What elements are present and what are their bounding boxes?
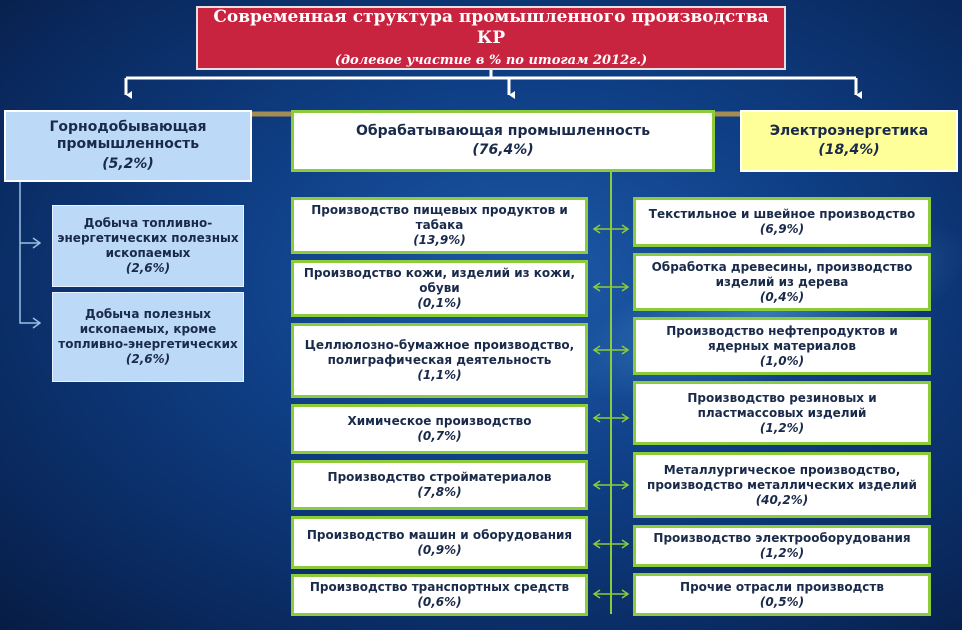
manufacturing-left-item-1-label: Производство пищевых продуктов и табака [311, 203, 568, 232]
manufacturing-right-item-7-label: Прочие отрасли производств [680, 579, 884, 594]
category-energy: Электроэнергетика (18,4%) [740, 110, 958, 172]
manufacturing-left-item-7: Производство транспортных средств (0,6%) [291, 574, 588, 616]
manufacturing-right-item-1-label: Текстильное и швейное производство [648, 207, 916, 221]
double-arrow-2 [592, 282, 630, 292]
manufacturing-left-item-7-label: Производство транспортных средств [309, 580, 570, 594]
manufacturing-left-item-3-pct: (1,1%) [417, 368, 462, 382]
title-subtitle: (долевое участие в % по итогам 2012г.) [334, 53, 648, 69]
manufacturing-right-item-6: Производство электрооборудования (1,2%) [633, 525, 931, 567]
manufacturing-left-item-7-pct: (0,6%) [417, 595, 462, 609]
mining-tree-line [19, 182, 40, 324]
manufacturing-right-item-2-pct: (0,4%) [759, 289, 805, 304]
manufacturing-right-item-6-pct: (1,2%) [759, 546, 805, 560]
manufacturing-left-item-4-label: Химическое производство [347, 414, 532, 428]
manufacturing-right-item-6-label: Производство электрооборудования [653, 531, 911, 545]
category-mining-pct: (5,2%) [102, 155, 154, 172]
title-main: Современная структура промышленного прои… [213, 6, 769, 48]
category-energy-label: Электроэнергетика [769, 122, 929, 139]
diagram-title: Современная структура промышленного прои… [196, 6, 786, 70]
manufacturing-right-item-1: Текстильное и швейное производство (6,9%… [633, 197, 931, 247]
manufacturing-left-item-4: Химическое производство (0,7%) [291, 404, 588, 454]
manufacturing-left-item-1: Производство пищевых продуктов и табака … [291, 197, 588, 254]
manufacturing-right-item-4: Производство резиновых и пластмассовых и… [633, 381, 931, 445]
manufacturing-left-item-4-pct: (0,7%) [417, 429, 462, 443]
manufacturing-right-item-2: Обработка древесины, производство издели… [633, 253, 931, 311]
manufacturing-left-item-6-pct: (0,9%) [417, 542, 462, 557]
mining-item-1-pct: (2,6%) [125, 261, 171, 275]
manufacturing-left-item-2-label: Производство кожи, изделий из кожи, обув… [303, 266, 576, 295]
manufacturing-left-item-2-pct: (0,1%) [417, 296, 462, 310]
double-arrow-4 [592, 413, 630, 423]
mining-arrow-2 [32, 317, 42, 329]
manufacturing-left-item-6: Производство машин и оборудования (0,9%) [291, 516, 588, 569]
manufacturing-right-item-3: Производство нефтепродуктов и ядерных ма… [633, 317, 931, 375]
double-arrow-3 [592, 345, 630, 355]
mining-item-1-label: Добыча топливно-энергетических полезных … [57, 216, 239, 260]
manufacturing-left-item-5-label: Производство стройматериалов [327, 470, 552, 484]
manufacturing-right-item-1-pct: (6,9%) [759, 222, 805, 236]
manufacturing-right-item-3-pct: (1,0%) [759, 353, 805, 368]
manufacturing-left-item-2: Производство кожи, изделий из кожи, обув… [291, 260, 588, 317]
double-arrows [592, 224, 630, 599]
manufacturing-left-item-6-label: Производство машин и оборудования [306, 527, 573, 542]
manufacturing-right-item-2-label: Обработка древесины, производство издели… [651, 259, 913, 289]
manufacturing-left-item-3-label: Целлюлозно-бумажное производство, полигр… [304, 338, 575, 367]
manufacturing-left-item-5: Производство стройматериалов (7,8%) [291, 460, 588, 510]
category-mining: Горнодобывающая промышленность (5,2%) [4, 110, 252, 182]
mining-item-2-label: Добыча полезных ископаемых, кроме топлив… [58, 307, 238, 351]
mining-arrow-1 [32, 237, 42, 249]
manufacturing-right-item-5-pct: (40,2%) [755, 492, 809, 507]
manufacturing-right-item-3-label: Производство нефтепродуктов и ядерных ма… [666, 323, 898, 353]
manufacturing-right-item-4-label: Производство резиновых и пластмассовых и… [687, 390, 877, 420]
manufacturing-left-item-1-pct: (13,9%) [413, 233, 466, 247]
mining-item-1: Добыча топливно-энергетических полезных … [52, 205, 244, 287]
manufacturing-left-item-5-pct: (7,8%) [417, 485, 462, 499]
category-manufacturing-label: Обрабатывающая промышленность [355, 122, 651, 139]
mining-item-2: Добыча полезных ископаемых, кроме топлив… [52, 292, 244, 382]
manufacturing-right-item-7: Прочие отрасли производств (0,5%) [633, 573, 931, 616]
category-manufacturing: Обрабатывающая промышленность (76,4%) [291, 110, 715, 172]
category-manufacturing-pct: (76,4%) [472, 142, 534, 158]
manufacturing-right-item-4-pct: (1,2%) [759, 420, 805, 435]
manufacturing-right-item-7-pct: (0,5%) [759, 594, 805, 609]
manufacturing-right-item-5-label: Металлургическое производство, производс… [647, 462, 917, 492]
category-energy-pct: (18,4%) [818, 142, 880, 158]
manufacturing-left-item-3: Целлюлозно-бумажное производство, полигр… [291, 323, 588, 398]
manufacturing-right-item-5: Металлургическое производство, производс… [633, 452, 931, 518]
double-arrow-7 [592, 589, 630, 599]
double-arrow-1 [592, 224, 630, 234]
mining-item-2-pct: (2,6%) [125, 352, 171, 366]
double-arrow-5 [592, 480, 630, 490]
category-mining-label: Горнодобывающая промышленность [49, 118, 207, 153]
double-arrow-6 [592, 539, 630, 549]
